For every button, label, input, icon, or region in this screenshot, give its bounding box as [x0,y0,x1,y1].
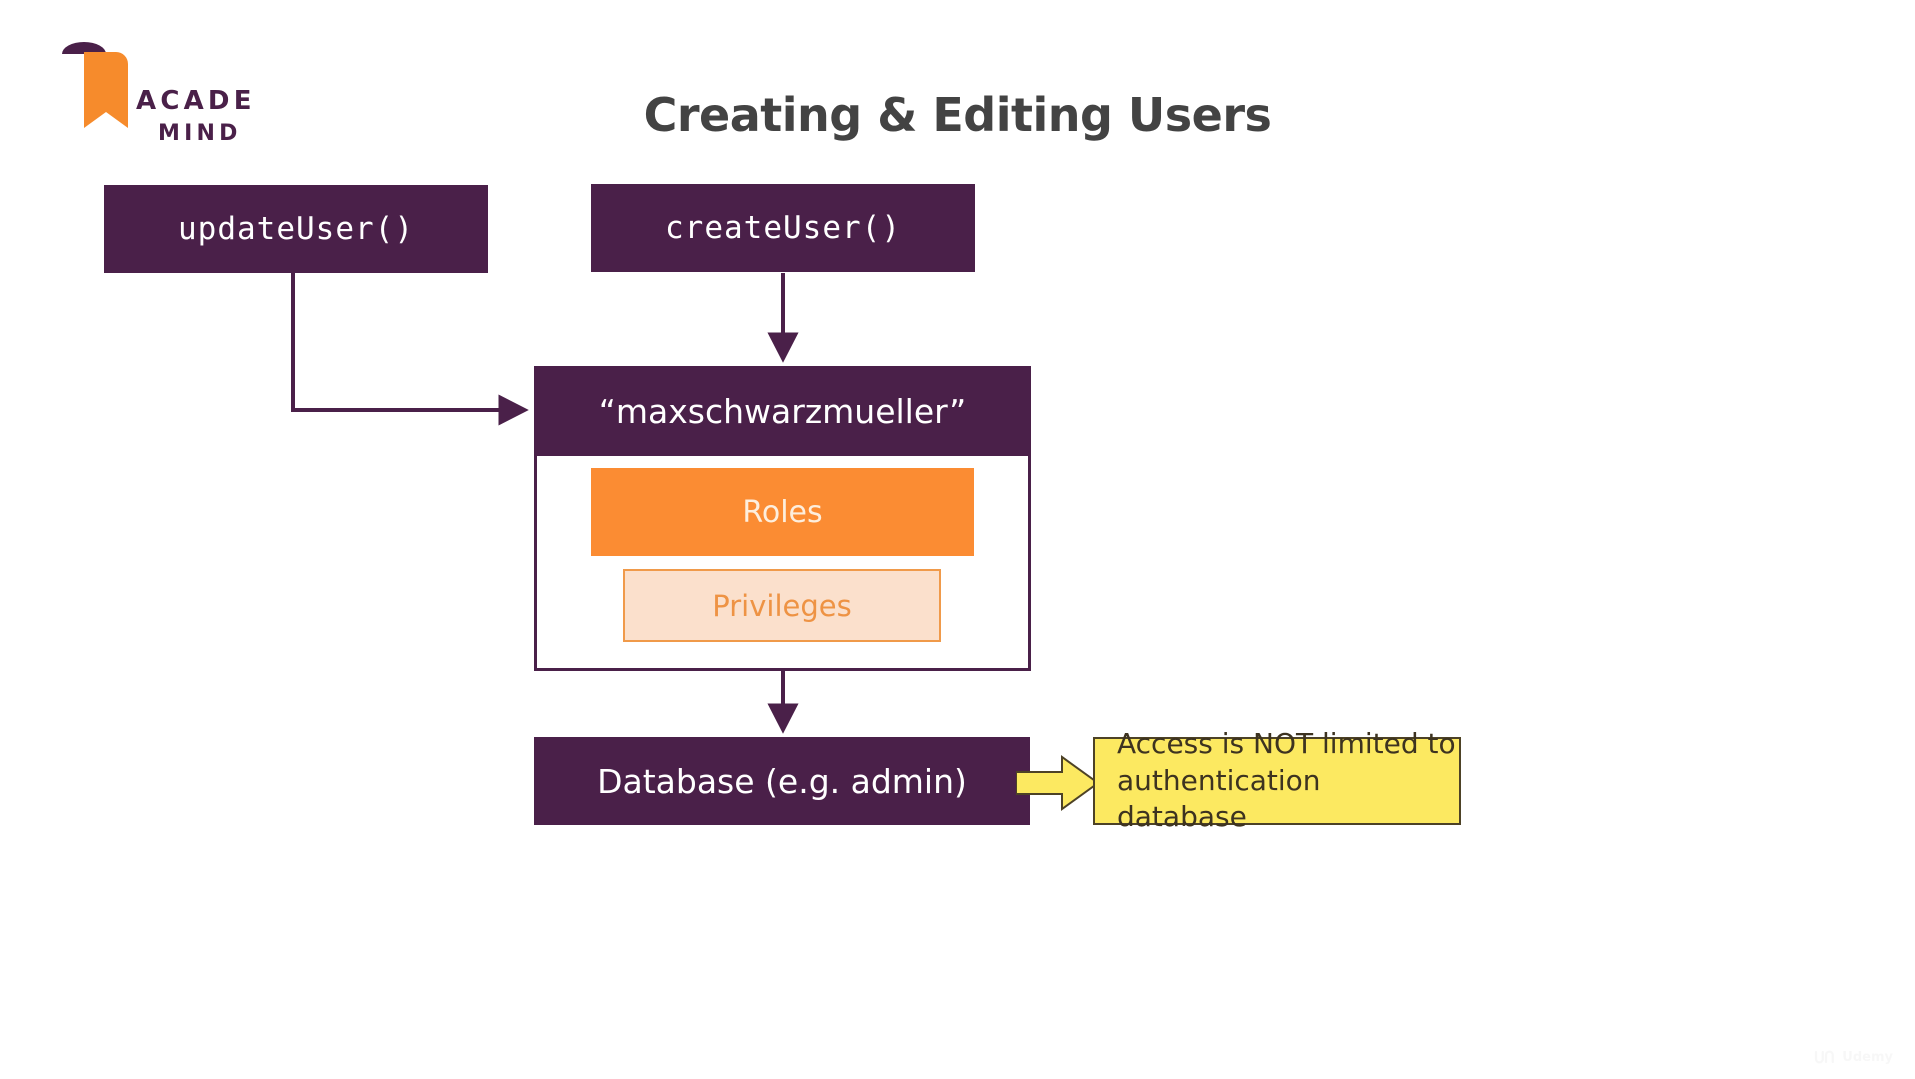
logo-mark-shape [84,52,128,128]
connector-updateuser-to-user [291,273,529,426]
callout-note: Access is NOT limited to authentication … [1093,727,1461,833]
udemy-watermark-label: Udemy [1842,1049,1893,1065]
logo-text-mind: MIND [158,121,242,143]
node-database[interactable]: Database (e.g. admin) [534,737,1030,825]
page-title: Creating & Editing Users [643,88,1272,142]
node-roles[interactable]: Roles [591,468,974,556]
callout-line-2: authentication database [1117,763,1321,834]
node-update-user[interactable]: updateUser() [104,185,488,273]
node-create-user[interactable]: createUser() [591,184,975,272]
callout-arrow-icon [1016,755,1100,811]
logo-graphic: ACADE MIND [62,42,256,143]
udemy-logo-icon [1815,1050,1835,1064]
node-privileges[interactable]: Privileges [623,569,941,642]
logo-cap-shape [62,42,106,54]
callout-line-1: Access is NOT limited to [1117,726,1456,760]
node-user-name[interactable]: “maxschwarzmueller” [534,366,1031,456]
udemy-watermark: Udemy [1814,1049,1893,1065]
logo-text-acade: ACADE [136,86,256,116]
academind-logo: ACADE MIND [40,28,270,143]
